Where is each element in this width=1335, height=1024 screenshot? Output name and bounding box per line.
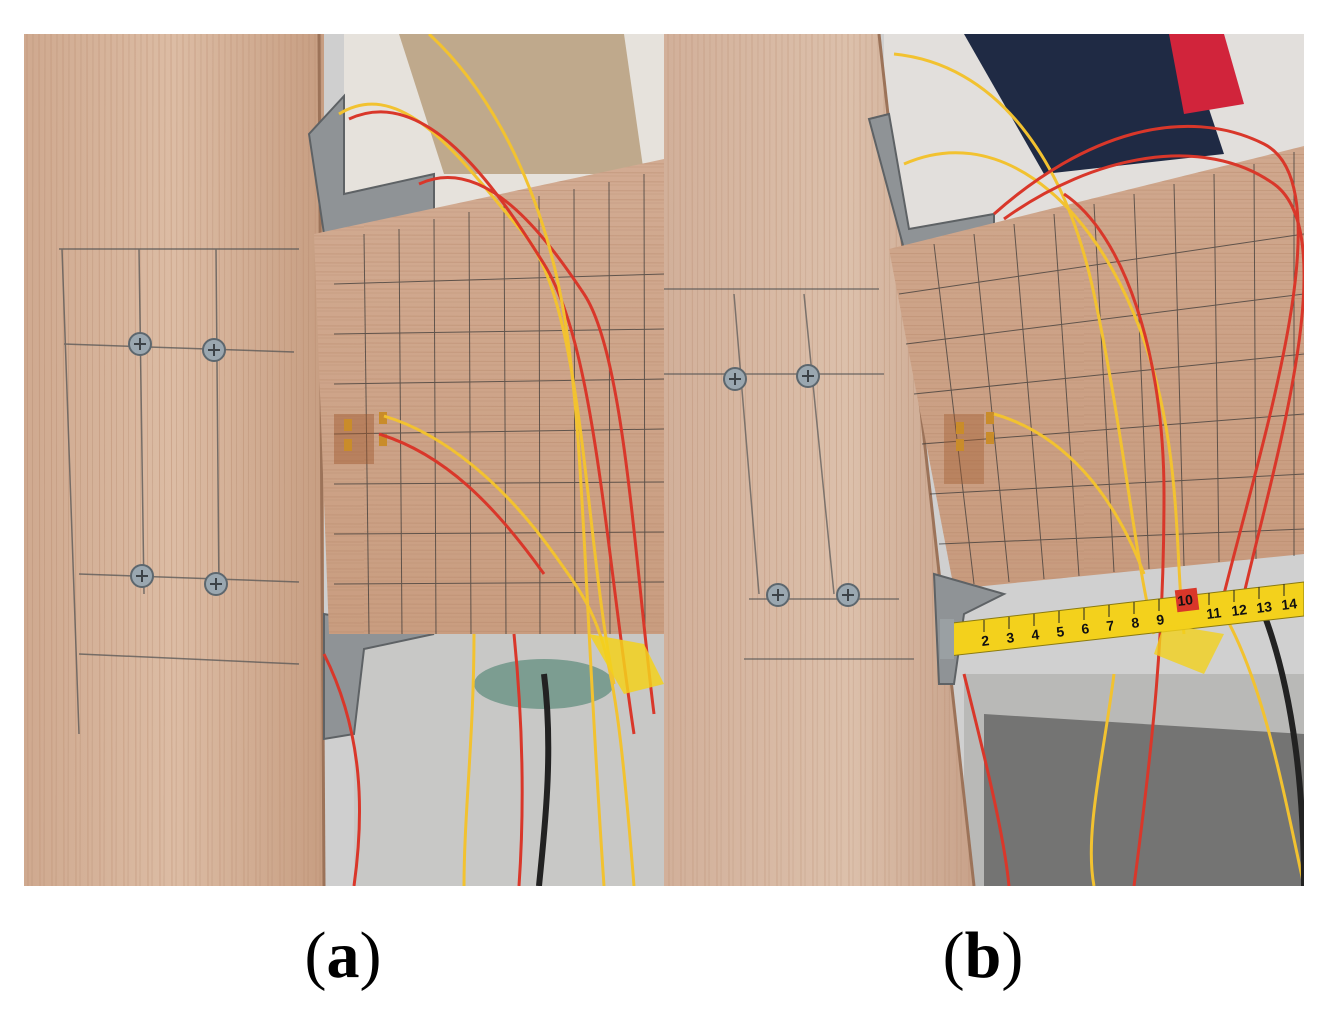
tape-number: 9 (1155, 611, 1165, 628)
tape-number: 10 (1176, 591, 1194, 609)
caption-b: (b) (903, 916, 1063, 996)
tape-number: 13 (1255, 598, 1273, 616)
caption-a-letter: a (326, 919, 360, 992)
wires (322, 34, 656, 886)
screws-column (128, 332, 228, 596)
beam-grain (889, 146, 1304, 589)
red-clamp (1169, 34, 1244, 114)
tape-number: 14 (1280, 595, 1298, 613)
tape-on-wires (1154, 624, 1224, 674)
caption-a-open: ( (304, 919, 327, 992)
caption-b-open: ( (942, 919, 965, 992)
column-grain (664, 34, 974, 886)
caption-b-letter: b (964, 919, 1002, 992)
wires (893, 52, 1304, 886)
tape-numbers: 2 3 4 5 6 7 8 9 10 11 12 13 14 (980, 591, 1298, 649)
tape-number: 4 (1030, 626, 1040, 643)
tape-ticks (983, 584, 1285, 632)
tape-number: 11 (1205, 604, 1222, 622)
tape-number: 2 (980, 632, 990, 649)
photo-panel-a (24, 34, 664, 886)
pencil-marks-column (664, 288, 914, 660)
strain-gauges (344, 412, 387, 451)
tape-number: 12 (1230, 601, 1248, 619)
photo-b-drawing: 2 3 4 5 6 7 8 9 10 11 12 13 14 (664, 34, 1304, 886)
tape-measure-hook (940, 619, 954, 659)
caption-b-close: ) (1001, 919, 1024, 992)
gauge-stain (334, 414, 374, 464)
caption-a: (a) (263, 916, 423, 996)
tape-on-wires (589, 634, 664, 694)
photo-a-drawing (24, 34, 664, 886)
strain-gauges (956, 412, 994, 451)
tape-number: 7 (1105, 617, 1115, 634)
caption-a-close: ) (359, 919, 382, 992)
beam-grid (898, 152, 1304, 585)
tape-highlight-10 (1174, 587, 1200, 613)
tape-number: 8 (1130, 614, 1140, 631)
screws-column (723, 364, 860, 607)
column-grain (24, 34, 324, 886)
photo-panel-b: 2 3 4 5 6 7 8 9 10 11 12 13 14 (664, 34, 1304, 886)
tape-number: 6 (1080, 620, 1090, 637)
tape-number: 3 (1005, 629, 1015, 646)
tape-number: 5 (1055, 623, 1065, 640)
pencil-marks-column (59, 248, 300, 735)
